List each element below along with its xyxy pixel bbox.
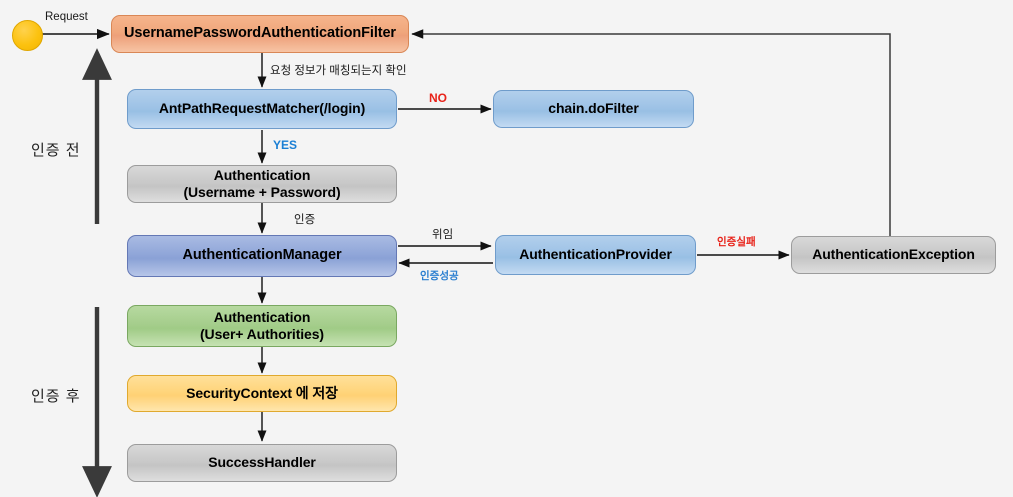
request-start-dot: [12, 20, 43, 51]
edge-label-authenticate: 인증: [294, 211, 315, 227]
node-label: AuthenticationException: [812, 246, 975, 263]
node-label: SecurityContext 에 저장: [186, 384, 338, 401]
label-text: 인증실패: [717, 236, 756, 248]
node-label: AuthenticationManager: [182, 247, 342, 264]
edge-label-match-check: 요청 정보가 매칭되는지 확인: [270, 62, 407, 78]
edge-label-delegate: 위임: [432, 226, 453, 242]
phase-label-after-auth: 인증 후: [31, 385, 81, 406]
edge-label-request: Request: [45, 11, 88, 23]
label-text: 인증 후: [31, 388, 81, 405]
node-label: SuccessHandler: [208, 454, 316, 471]
node-ant-path-request-matcher[interactable]: AntPathRequestMatcher(/login): [127, 89, 397, 129]
node-label-line2: (Username + Password): [183, 184, 341, 200]
edge-label-auth-fail: 인증실패: [717, 234, 756, 249]
edge-label-yes: YES: [273, 138, 297, 152]
node-authentication-provider[interactable]: AuthenticationProvider: [495, 235, 696, 275]
node-label: AntPathRequestMatcher(/login): [158, 100, 366, 117]
node-username-password-authentication-filter[interactable]: UsernamePasswordAuthenticationFilter: [111, 15, 409, 53]
node-success-handler[interactable]: SuccessHandler: [127, 444, 397, 482]
node-label-line2: (User+ Authorities): [200, 326, 324, 342]
node-authentication-username-password[interactable]: Authentication (Username + Password): [127, 165, 397, 203]
node-chain-do-filter[interactable]: chain.doFilter: [493, 90, 694, 128]
label-text: 인증성공: [420, 270, 459, 282]
edge-label-no: NO: [429, 91, 447, 105]
node-label: UsernamePasswordAuthenticationFilter: [124, 25, 396, 42]
node-label-line1: Authentication: [213, 166, 311, 183]
label-text: NO: [429, 91, 447, 105]
label-text: YES: [273, 138, 298, 152]
label-text: 인증: [294, 214, 316, 226]
label-text: 위임: [432, 229, 454, 241]
edge-label-auth-success: 인증성공: [420, 268, 459, 283]
edge-exception-to-filter: [411, 29, 891, 236]
node-authentication-exception[interactable]: AuthenticationException: [791, 236, 996, 274]
node-authentication-user-authorities[interactable]: Authentication (User+ Authorities): [127, 305, 397, 347]
phase-label-before-auth: 인증 전: [31, 139, 81, 160]
label-text: 요청 정보가 매칭되는지 확인: [270, 65, 407, 77]
label-text: 인증 전: [31, 142, 81, 159]
node-label-line1: Authentication: [213, 308, 311, 325]
label-text: Request: [45, 11, 88, 23]
node-label: AuthenticationProvider: [519, 246, 672, 263]
node-security-context-store[interactable]: SecurityContext 에 저장: [127, 375, 397, 412]
node-label: chain.doFilter: [548, 100, 639, 117]
node-authentication-manager[interactable]: AuthenticationManager: [127, 235, 397, 277]
